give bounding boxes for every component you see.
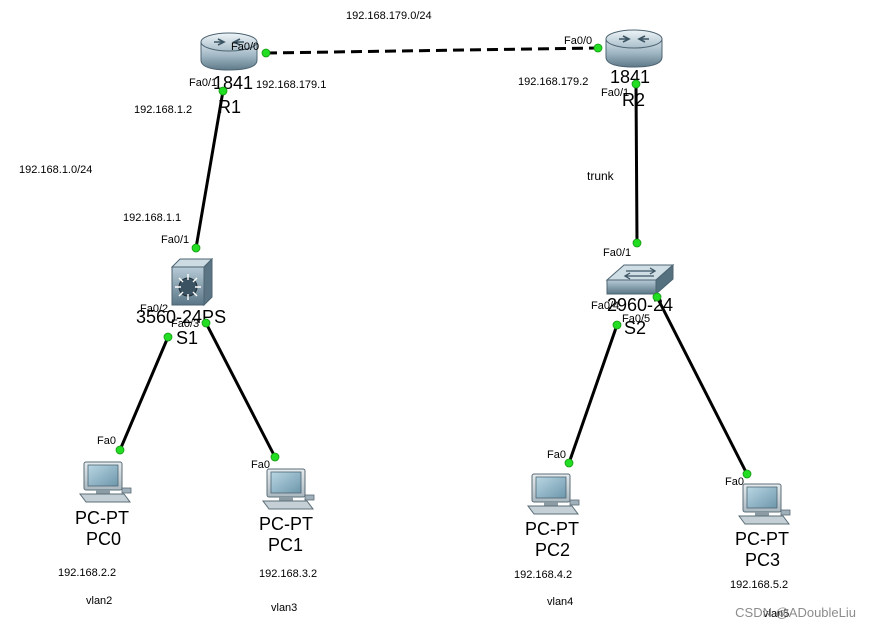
port-up-dot bbox=[593, 43, 603, 53]
router-icon bbox=[200, 32, 258, 71]
s2-fa05-label: Fa0/5 bbox=[622, 313, 650, 325]
pc-icon bbox=[262, 468, 315, 510]
r2-fa00-label: Fa0/0 bbox=[564, 35, 592, 47]
trunk-label: trunk bbox=[587, 169, 615, 183]
pc-1[interactable]: PC-PT PC1 bbox=[259, 468, 315, 555]
pc-icon bbox=[79, 461, 132, 503]
port-up-dot bbox=[564, 458, 574, 468]
switch-name-label: S2 bbox=[624, 318, 646, 338]
switch-s2[interactable]: 2960-24 S2 bbox=[605, 263, 675, 338]
pc3-port-label: Fa0 bbox=[725, 476, 744, 488]
link-s2-pc3[interactable] bbox=[655, 296, 749, 475]
r1-fa00-ip: 192.168.179.1 bbox=[256, 79, 326, 91]
pc-name-label: PC3 bbox=[745, 550, 780, 570]
port-up-dot bbox=[270, 452, 280, 462]
link-r1-r2[interactable] bbox=[265, 46, 599, 55]
router-model-label: 1841 bbox=[610, 67, 650, 87]
router-icon bbox=[605, 29, 663, 68]
port-indicators bbox=[115, 43, 752, 479]
r1-fa00-label: Fa0/0 bbox=[231, 41, 259, 53]
pc1-port-label: Fa0 bbox=[251, 459, 270, 471]
link-r2-s2[interactable] bbox=[634, 83, 639, 244]
port-up-dot bbox=[218, 86, 228, 96]
multilayer-switch-icon bbox=[170, 257, 214, 307]
r1-fa01-ip: 192.168.1.2 bbox=[134, 104, 192, 116]
link-s1-pc1[interactable] bbox=[204, 322, 277, 458]
port-up-dot bbox=[652, 292, 662, 302]
s1-fa02-label: Fa0/2 bbox=[140, 303, 168, 315]
port-up-dot bbox=[632, 238, 642, 248]
pc-name-label: PC0 bbox=[86, 529, 121, 549]
pc1-ip-label: 192.168.3.2 bbox=[259, 568, 317, 580]
port-up-dot bbox=[261, 48, 271, 58]
pc3-ip-label: 192.168.5.2 bbox=[730, 579, 788, 591]
pc2-vlan-label: vlan4 bbox=[547, 596, 573, 608]
s1-fa01-ip: 192.168.1.1 bbox=[123, 212, 181, 224]
port-up-dot bbox=[163, 332, 173, 342]
pc-icon bbox=[527, 473, 580, 515]
port-up-dot bbox=[742, 469, 752, 479]
s1-fa01-label: Fa0/1 bbox=[161, 234, 189, 246]
port-up-dot bbox=[612, 320, 622, 330]
pc0-vlan-label: vlan2 bbox=[86, 595, 112, 607]
labels: 192.168.179.0/24 192.168.1.0/24 trunk Fa… bbox=[19, 10, 789, 620]
lan-network-label: 192.168.1.0/24 bbox=[19, 164, 92, 176]
pc-type-label: PC-PT bbox=[75, 508, 129, 528]
router-r2[interactable]: 1841 R2 bbox=[605, 29, 663, 110]
r2-fa01-label: Fa0/1 bbox=[601, 87, 629, 99]
pc-type-label: PC-PT bbox=[259, 514, 313, 534]
pc-type-label: PC-PT bbox=[525, 519, 579, 539]
switch-icon bbox=[605, 263, 675, 296]
pc-type-label: PC-PT bbox=[735, 529, 789, 549]
pc-2[interactable]: PC-PT PC2 bbox=[525, 473, 580, 560]
wan-network-label: 192.168.179.0/24 bbox=[346, 10, 432, 22]
s2-fa04-label: Fa0/4 bbox=[591, 300, 619, 312]
link-s1-pc0[interactable] bbox=[118, 336, 170, 451]
csdn-watermark: CSDN @ADoubleLiu bbox=[735, 605, 856, 620]
pc0-port-label: Fa0 bbox=[97, 435, 116, 447]
pc-3[interactable]: PC-PT PC3 bbox=[735, 483, 791, 570]
link-s2-pc2[interactable] bbox=[567, 324, 619, 464]
port-up-dot bbox=[191, 243, 201, 253]
port-up-dot bbox=[115, 445, 125, 455]
pc-0[interactable]: PC-PT PC0 bbox=[75, 461, 132, 549]
pc1-vlan-label: vlan3 bbox=[271, 602, 297, 614]
r1-fa01-label: Fa0/1 bbox=[189, 77, 217, 89]
pc-name-label: PC1 bbox=[268, 535, 303, 555]
link-r1-s1[interactable] bbox=[194, 90, 225, 249]
r2-fa00-ip: 192.168.179.2 bbox=[518, 76, 588, 88]
s1-fa03-label: Fa0/3 bbox=[171, 318, 199, 330]
router-name-label: R2 bbox=[622, 90, 645, 110]
pc-name-label: PC2 bbox=[535, 540, 570, 560]
pc-icon bbox=[738, 483, 791, 525]
port-up-dot bbox=[201, 318, 211, 328]
pc2-port-label: Fa0 bbox=[547, 449, 566, 461]
s2-fa01-label: Fa0/1 bbox=[603, 247, 631, 259]
router-name-label: R1 bbox=[218, 97, 241, 117]
pc3-vlan-label: vlan5 bbox=[763, 608, 789, 620]
pc2-ip-label: 192.168.4.2 bbox=[514, 569, 572, 581]
pc0-ip-label: 192.168.2.2 bbox=[58, 567, 116, 579]
links bbox=[118, 46, 749, 475]
switch-name-label: S1 bbox=[176, 328, 198, 348]
port-up-dot bbox=[631, 79, 641, 89]
